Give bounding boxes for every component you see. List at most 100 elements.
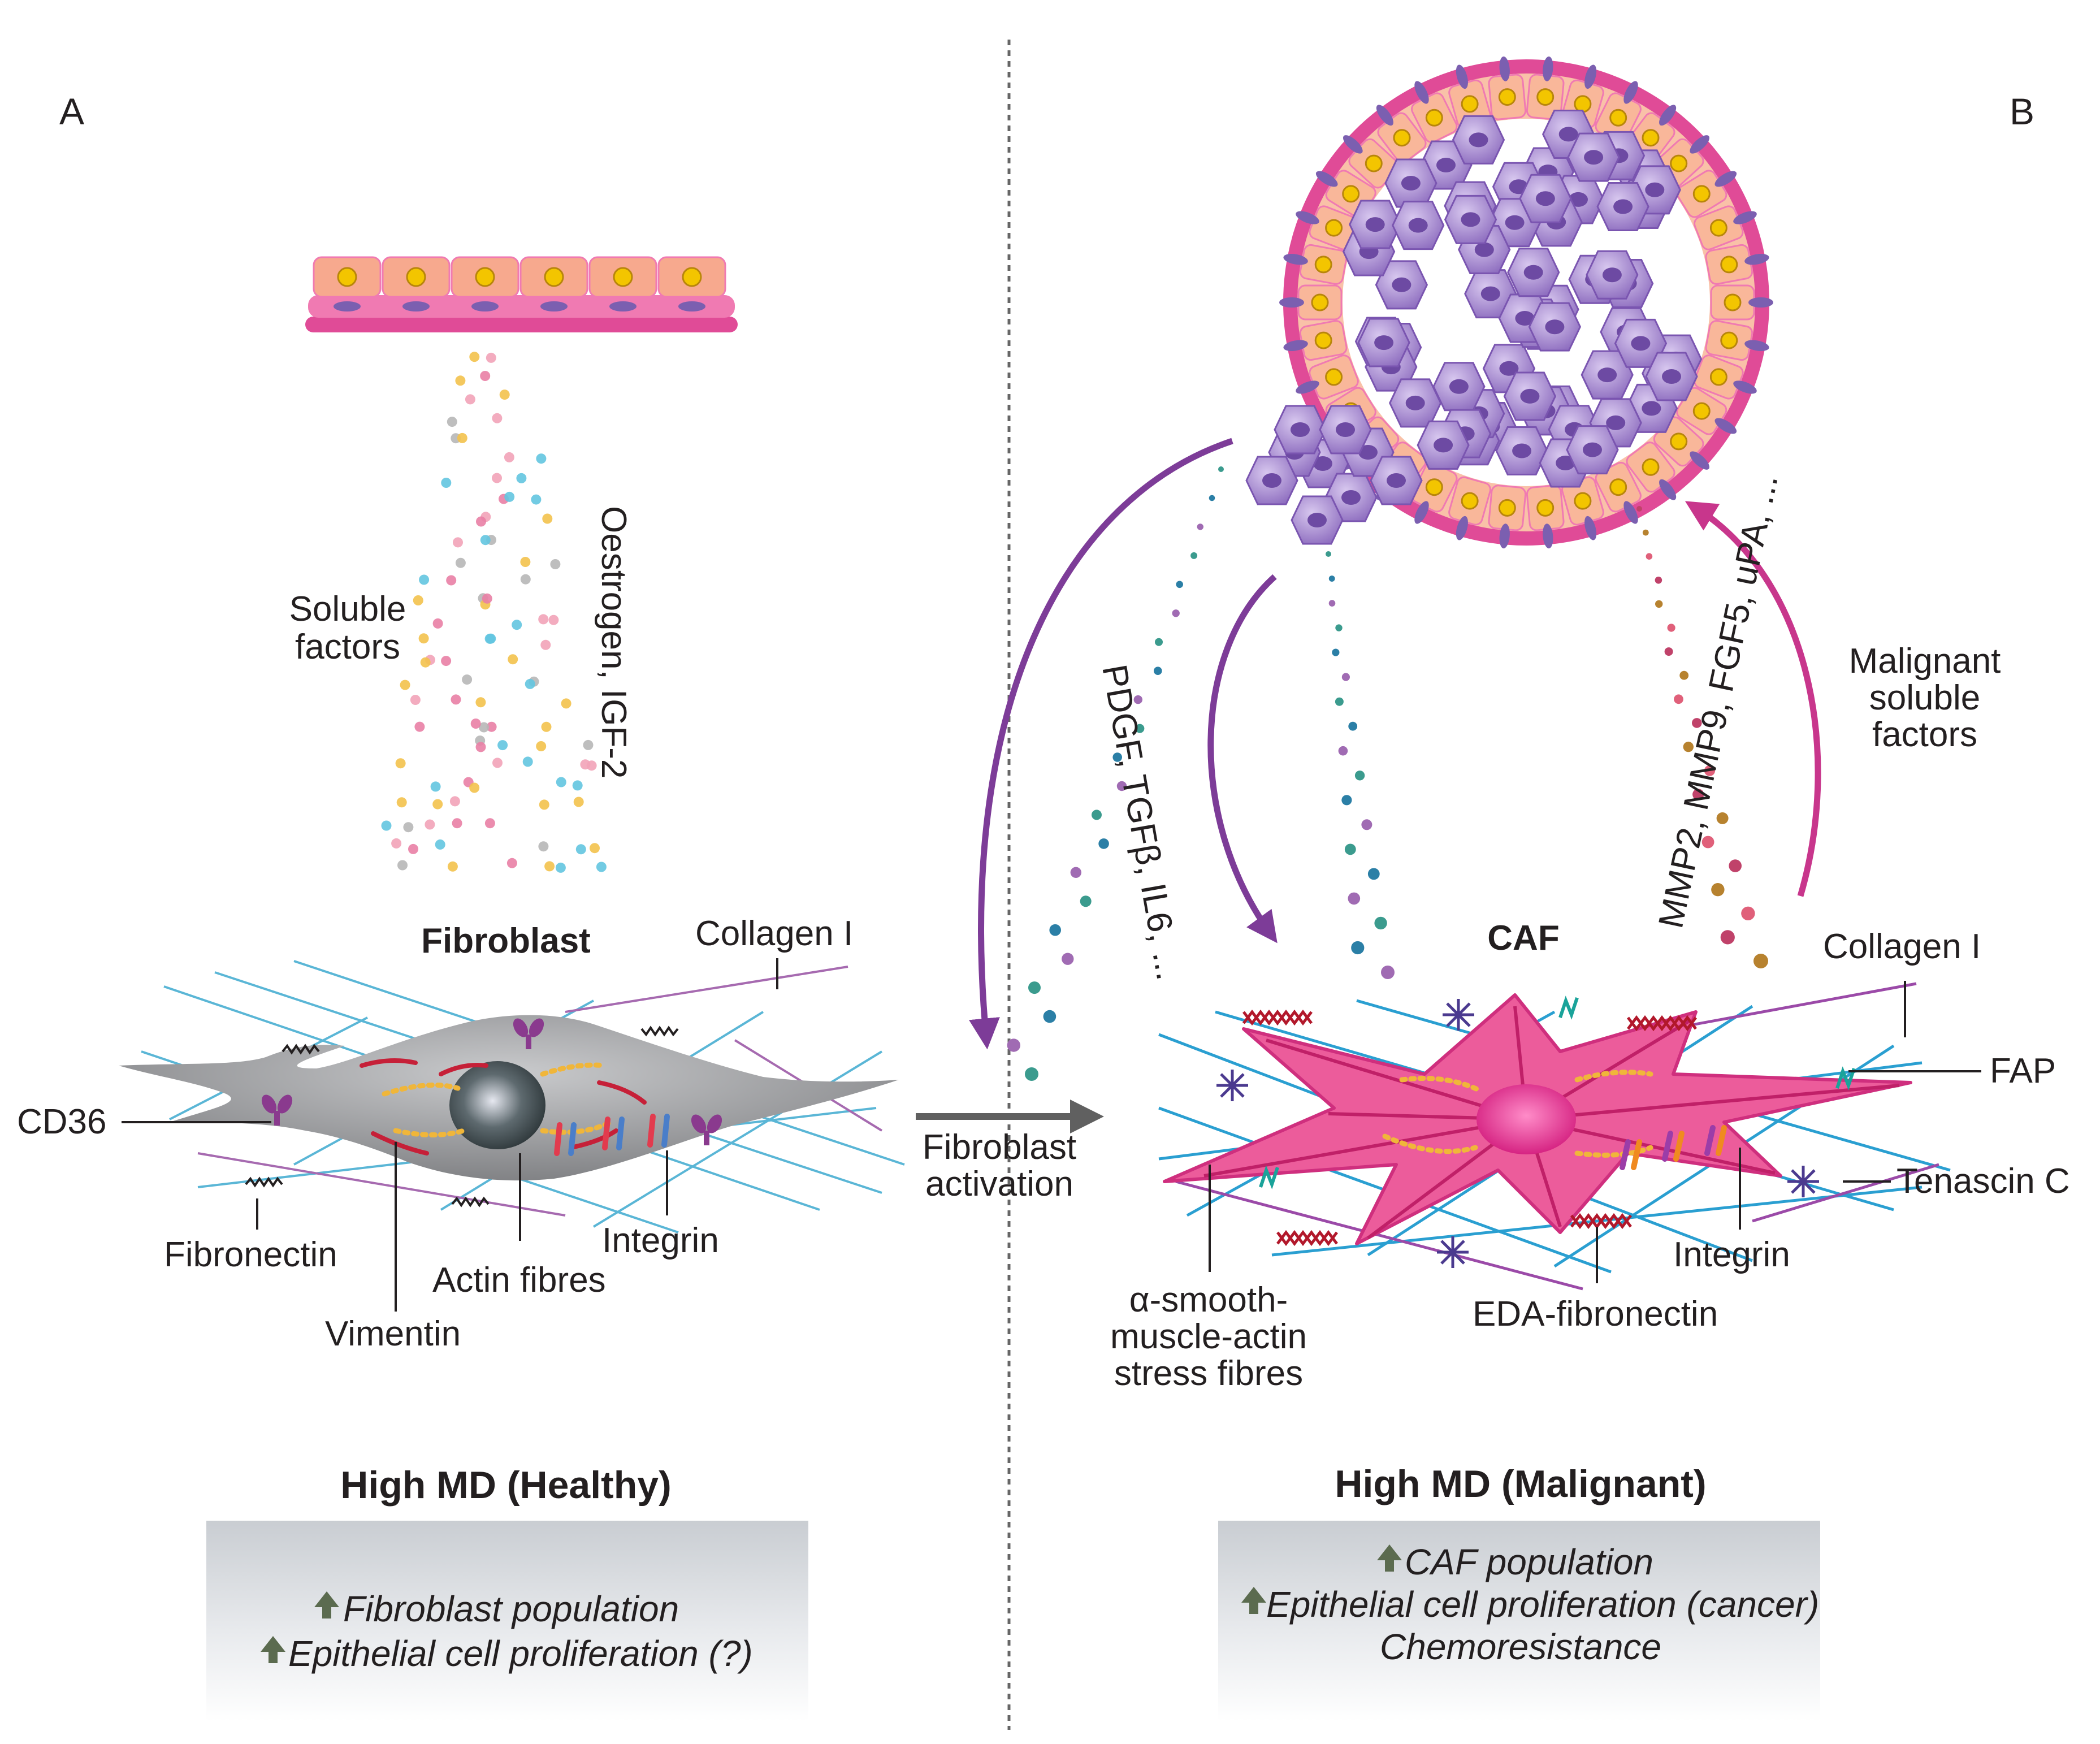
up-arrow-icon <box>261 1636 285 1663</box>
cd36-label: CD36 <box>17 1102 107 1141</box>
malignant-summary-box <box>1218 1521 1820 1721</box>
factor-dot <box>1335 697 1344 706</box>
soluble-factor-dot <box>486 721 497 732</box>
soluble-factor-dot <box>504 452 514 462</box>
myoepithelial-nucleus <box>1279 297 1304 308</box>
factor-dot <box>1344 843 1356 855</box>
soluble-factor-dot <box>572 780 583 791</box>
tumour-nucleus <box>1392 277 1411 292</box>
soluble-factor-dot <box>484 818 495 829</box>
tumour-nucleus <box>1645 182 1665 197</box>
tumour-nucleus <box>1642 401 1661 416</box>
soluble-factor-dot <box>556 777 566 787</box>
activation-label-1: Fibroblast <box>923 1128 1076 1167</box>
tumour-nucleus <box>1480 286 1500 301</box>
factor-dot <box>1646 553 1653 560</box>
myoepithelial-nucleus <box>1456 516 1468 540</box>
tumour-nucleus <box>1556 456 1575 470</box>
tumour-nucleus <box>1535 191 1555 206</box>
healthy-summary-line-1: Fibroblast population <box>314 1589 679 1629</box>
soluble-factor-dot <box>479 722 489 733</box>
tumour-nucleus <box>1662 369 1681 384</box>
myoepithelial-nucleus <box>1714 171 1737 187</box>
factor-dot <box>1218 466 1224 472</box>
soluble-factor-dot <box>536 453 547 464</box>
malignant-soluble-label-3: factors <box>1872 715 1977 754</box>
duct-nucleus <box>1574 492 1592 510</box>
collagen-label-malignant: Collagen I <box>1823 927 1981 966</box>
duct-nucleus <box>1642 458 1660 476</box>
tumour-nucleus <box>1469 132 1488 148</box>
caf-cell <box>1163 993 1912 1245</box>
factor-dot <box>1655 600 1663 608</box>
factor-dot <box>1043 1010 1057 1023</box>
tumour-nucleus <box>1336 422 1355 437</box>
factor-dot <box>1683 741 1694 752</box>
factor-dot <box>1338 746 1348 756</box>
pdgf-tgfb-il6-label: PDGF, TGFβ, IL6, ... <box>1094 661 1188 983</box>
soluble-factor-dot <box>475 697 486 708</box>
duct-nucleus <box>1642 129 1660 147</box>
duct-nucleus <box>1425 109 1443 127</box>
myoepithelial-nucleus <box>540 301 568 311</box>
malignant-box-text-2: Epithelial cell proliferation (cancer) <box>1266 1584 1819 1625</box>
soluble-factor-dot <box>482 593 492 604</box>
factor-dot <box>1062 953 1074 965</box>
soluble-factor-dot <box>446 575 457 586</box>
malignant-box-text-1: CAF population <box>1405 1542 1653 1582</box>
duct-nucleus <box>1314 256 1332 274</box>
tumour-nucleus <box>1505 215 1525 230</box>
myoepithelial-nucleus <box>1376 105 1393 126</box>
malignant-summary-line-1: CAF population <box>1377 1542 1653 1582</box>
soluble-factor-dot <box>550 559 561 569</box>
myoepithelial-nucleus <box>1343 135 1363 154</box>
soluble-factor-dot <box>455 557 466 568</box>
tumour-nucleus <box>1405 395 1425 410</box>
factor-dot <box>1729 859 1742 872</box>
myoepithelial-nucleus <box>1690 451 1710 470</box>
myoepithelial-nucleus <box>1414 501 1429 524</box>
myoepithelial-nucleus <box>1744 253 1769 265</box>
duct-nucleus <box>1325 368 1343 386</box>
soluble-factor-dot <box>420 657 431 668</box>
soluble-factor-dot <box>476 516 486 527</box>
soluble-factor-dot <box>512 620 522 630</box>
factor-dot <box>1381 966 1395 979</box>
duct-nucleus <box>1724 293 1742 311</box>
myoepithelial-nucleus <box>1283 253 1308 265</box>
soluble-factor-dot <box>475 742 486 752</box>
tumour-duct <box>1245 56 1773 549</box>
fibroblast-title: Fibroblast <box>421 921 591 960</box>
soluble-factor-dot <box>531 494 542 505</box>
malignant-soluble-label-1: Malignant <box>1849 642 2001 681</box>
soluble-factor-dot <box>555 862 566 873</box>
duct-nucleus <box>1536 499 1555 517</box>
factor-dot <box>1716 812 1729 824</box>
tumour-nucleus <box>1374 335 1394 350</box>
factor-dot <box>1007 1038 1021 1052</box>
factor-dot <box>1704 765 1716 776</box>
healthy-summary-line-2: Epithelial cell proliferation (?) <box>261 1633 753 1674</box>
myoepithelial-nucleus <box>1456 64 1468 89</box>
soluble-factor-dot <box>395 758 406 769</box>
factor-dot <box>1341 673 1350 681</box>
fibroblast-nucleus <box>449 1061 545 1149</box>
soluble-factor-dot <box>447 861 458 872</box>
soluble-factor-dot <box>492 758 503 768</box>
myoepithelial-nucleus <box>1499 523 1510 549</box>
asma-label-2: muscle-actin <box>1110 1317 1307 1356</box>
tumour-nucleus <box>1613 199 1633 214</box>
tenascin-c-markers <box>1216 999 1819 1268</box>
soluble-factor-dot <box>580 759 591 770</box>
duct-nucleus <box>1342 185 1360 203</box>
epithelial-nucleus <box>337 267 357 287</box>
soluble-factor-dot <box>403 822 414 833</box>
caf-title: CAF <box>1487 919 1559 958</box>
myoepithelial-nucleus <box>334 301 361 311</box>
factor-dot <box>1197 523 1203 530</box>
myoepithelial-nucleus <box>1690 135 1710 154</box>
malignant-box-text-3: Chemoresistance <box>1380 1626 1661 1667</box>
soluble-factor-dot <box>522 756 533 767</box>
factor-dots-malignant <box>1007 466 1768 1081</box>
factor-dot <box>1112 752 1122 762</box>
